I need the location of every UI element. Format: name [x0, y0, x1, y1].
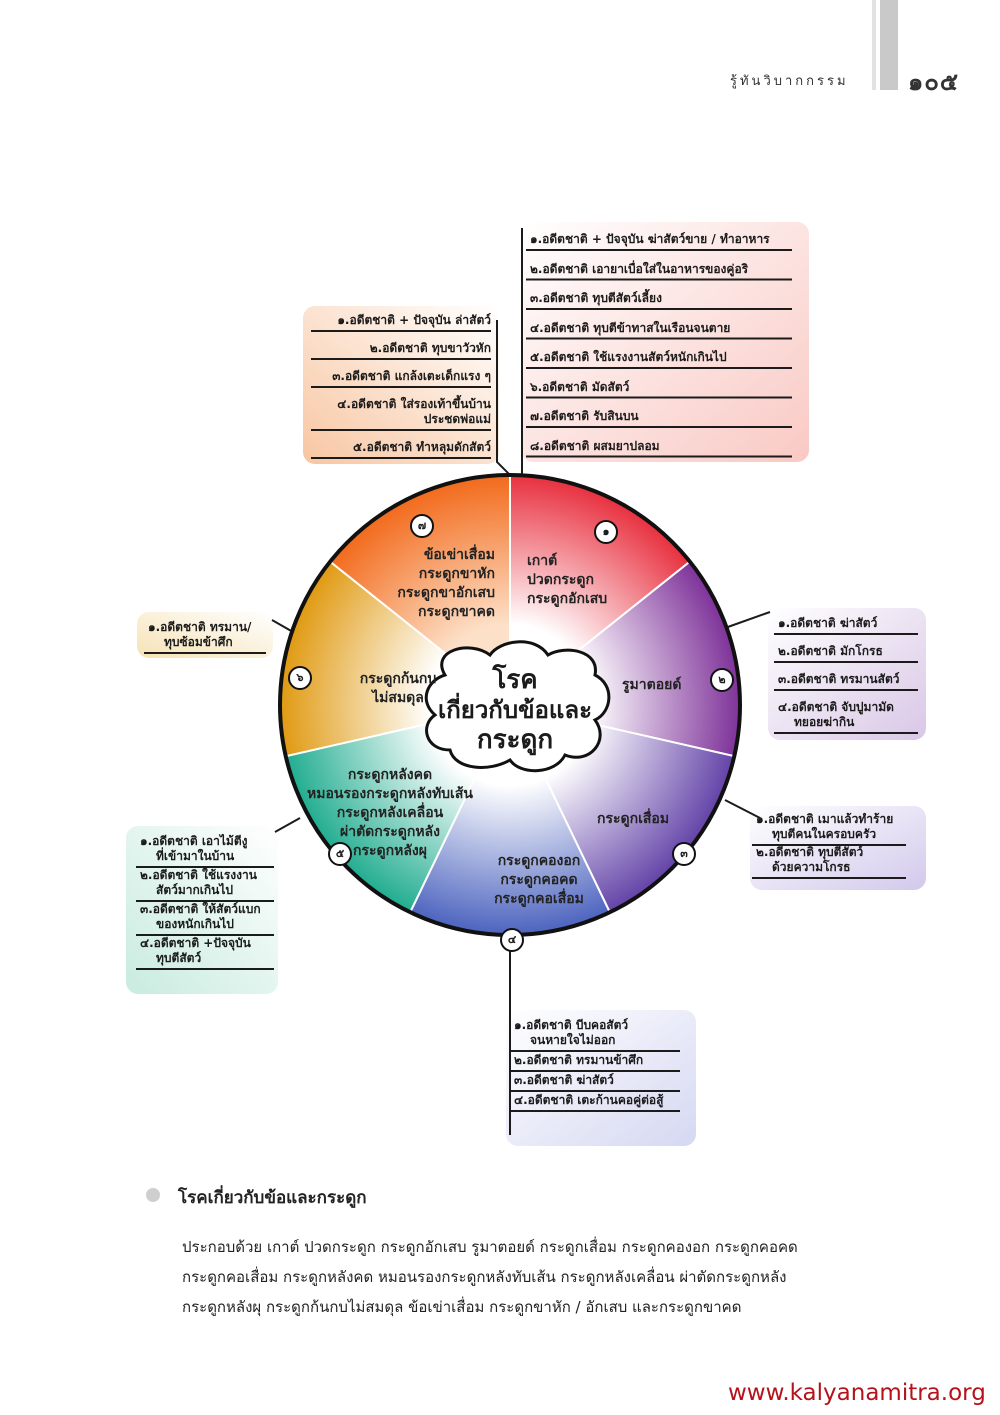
cause-seg5-item: ของหนักเกินไป — [156, 917, 234, 931]
running-title: รู้ทันวิบากกรรม — [730, 74, 849, 89]
segment-label-line: กระดูกคอเสื่อม — [494, 891, 584, 907]
center-cloud — [424, 640, 611, 773]
segment-label-line: กระดูกเสื่อม — [597, 811, 670, 827]
connector-2 — [724, 611, 771, 629]
cause-seg2-item: ทยอยฆ่ากิน — [794, 715, 855, 729]
cause-seg5-item: ๔.อดีตชาติ +ปัจจุบัน — [140, 936, 251, 950]
connector-5 — [274, 817, 301, 833]
segment-label-line: กระดูกขาหัก — [418, 566, 495, 582]
segment-label-line: กระดูกขาคด — [418, 604, 495, 620]
section-body: ประกอบด้วย เกาต์ ปวดกระดูก กระดูกอักเสบ … — [182, 1232, 902, 1322]
segment-label-line: ปวดกระดูก — [527, 572, 594, 588]
cause-box-bg-3 — [750, 806, 926, 890]
cause-seg4-item: ๑.อดีตชาติ บีบคอสัตว์ — [514, 1018, 629, 1032]
segment-label-line: ผ่าตัดกระดูกหลัง — [340, 824, 440, 840]
cause-seg7-item: ๔.อดีตชาติ ใส่รองเท้าขึ้นบ้าน — [337, 397, 491, 411]
segment-label-7: ข้อเข่าเสื่อมกระดูกขาหักกระดูกขาอักเสบกร… — [385, 546, 495, 622]
segment-label-line: หมอนรองกระดูกหลังทับเส้น — [307, 786, 473, 802]
body-line-3: กระดูกหลังผุ กระดูกก้นกบไม่สมดุล ข้อเข่า… — [182, 1298, 742, 1316]
connector-3 — [724, 799, 761, 819]
segment-label-line: กระดูกหลังเคลื่อน — [336, 805, 444, 821]
center-title-line-2: เกี่ยวกับข้อและ — [438, 696, 592, 724]
segment-label-1: เกาต์ปวดกระดูกกระดูกอักเสบ — [527, 552, 607, 609]
cause-seg3-item: ๑.อดีตชาติ เมาแล้วทำร้าย — [756, 812, 894, 826]
connector-7 — [496, 320, 511, 476]
cause-seg5-item: ที่เข้ามาในบ้าน — [156, 849, 235, 863]
segment-label-line: กระดูกก้นกบ — [359, 671, 437, 687]
cause-seg1-item: ๒.อดีตชาติ เอายาเบื่อใส่ในอาหารของคู่อริ — [530, 261, 749, 276]
cause-seg1-item: ๑.อดีตชาติ + ปัจจุบัน ฆ่าสัตว์ขาย / ทำอา… — [530, 232, 770, 246]
cause-seg4-item: ๔.อดีตชาติ เตะก้านคอคู่ต่อสู้ — [514, 1093, 664, 1107]
footer-url[interactable]: www.kalyanamitra.org — [728, 1380, 986, 1406]
cause-seg4-item: ๒.อดีตชาติ ทรมานข้าศึก — [514, 1053, 644, 1067]
section-title: โรคเกี่ยวกับข้อและกระดูก — [178, 1188, 367, 1208]
cause-seg1-item: ๔.อดีตชาติ ทุบตีข้าทาสในเรือนจนตาย — [530, 320, 731, 335]
cause-seg1-item: ๗.อดีตชาติ รับสินบน — [530, 409, 639, 423]
segment-label-line: ไม่สมดุล — [372, 690, 424, 706]
cause-box-bg-2 — [768, 608, 926, 740]
segment-label-line: ข้อเข่าเสื่อม — [423, 547, 495, 563]
cause-seg2-item: ๔.อดีตชาติ จับปูมามัด — [778, 700, 894, 714]
segment-number-6: ๖ — [288, 666, 312, 690]
cause-seg1-item: ๕.อดีตชาติ ใช้แรงงานสัตว์หนักเกินไป — [530, 350, 727, 364]
segment-label-line: เกาต์ — [527, 553, 558, 569]
cause-box-bg-7 — [303, 306, 499, 464]
cause-seg5-item: สัตว์มากเกินไป — [156, 883, 233, 897]
cause-seg7-item: ประชดพ่อแม่ — [423, 412, 491, 426]
segment-label-line: กระดูกคอคด — [500, 872, 578, 888]
cause-seg5-item: ๓.อดีตชาติ ให้สัตว์แบก — [140, 902, 261, 916]
segment-label-2: รูมาตอยด์ — [622, 676, 681, 695]
segment-number-5: ๕ — [328, 842, 352, 866]
cause-seg3-item: ทุบตีคนในครอบครัว — [772, 827, 877, 841]
segment-label-line: รูมาตอยด์ — [622, 677, 682, 693]
center-title: โรค เกี่ยวกับข้อและ กระดูก — [415, 665, 615, 755]
segment-number-2: ๒ — [710, 668, 734, 692]
cause-seg7-item: ๒.อดีตชาติ ทุบขาวัวหัก — [369, 341, 491, 355]
cause-box-bg-6 — [137, 612, 273, 658]
center-title-line-1: โรค — [492, 665, 538, 695]
segment-label-line: กระดูกคองอก — [497, 853, 581, 869]
body-line-2: กระดูกคอเสื่อม กระดูกหลังคด หมอนรองกระดู… — [182, 1268, 787, 1286]
cause-seg3-item: ด้วยความโกรธ — [772, 860, 851, 874]
center-title-line-3: กระดูก — [476, 725, 554, 755]
segment-label-5: กระดูกหลังคดหมอนรองกระดูกหลังทับเส้นกระด… — [290, 766, 490, 861]
cause-seg1-item: ๓.อดีตชาติ ทุบตีสัตว์เลี้ยง — [530, 291, 662, 305]
cause-seg7-item: ๑.อดีตชาติ + ปัจจุบัน ล่าสัตว์ — [337, 313, 491, 327]
segment-label-line: กระดูกหลังผุ — [353, 843, 427, 859]
segment-label-line: กระดูกหลังคด — [347, 767, 433, 783]
cause-seg4-item: จนหายใจไม่ออก — [530, 1033, 616, 1047]
cause-seg7-item: ๕.อดีตชาติ ทำหลุมดักสัตว์ — [352, 440, 491, 454]
cause-seg2-item: ๑.อดีตชาติ ฆ่าสัตว์ — [778, 616, 878, 630]
section-bullet-icon — [146, 1188, 160, 1202]
segment-label-line: กระดูกอักเสบ — [527, 591, 608, 607]
page-number: ๑๐๕ — [908, 68, 960, 96]
body-line-1: ประกอบด้วย เกาต์ ปวดกระดูก กระดูกอักเสบ … — [182, 1238, 798, 1256]
segment-label-4: กระดูกคองอกกระดูกคอคดกระดูกคอเสื่อม — [439, 852, 639, 909]
cause-seg7-item: ๓.อดีตชาติ แกล้งเตะเด็กแรง ๆ — [332, 369, 491, 383]
cause-seg5-item: ๒.อดีตชาติ ใช้แรงงาน — [140, 868, 257, 882]
cause-seg1-item: ๖.อดีตชาติ มัดสัตว์ — [530, 379, 630, 394]
cause-seg2-item: ๓.อดีตชาติ ทรมานสัตว์ — [778, 672, 900, 686]
header-accent-bar-light — [872, 0, 876, 90]
segment-label-line: กระดูกขาอักเสบ — [397, 585, 495, 601]
cause-seg4-item: ๓.อดีตชาติ ฆ่าสัตว์ — [514, 1073, 614, 1087]
cause-seg6-item: ทุบซ้อมข้าศึก — [164, 635, 233, 649]
segment-label-6: กระดูกก้นกบไม่สมดุล — [298, 670, 498, 708]
cause-seg6-item: ๑.อดีตชาติ ทรมาน/ — [148, 620, 252, 634]
segment-number-1: ๑ — [594, 520, 618, 544]
cause-seg2-item: ๒.อดีตชาติ มักโกรธ — [778, 644, 883, 658]
cause-seg1-item: ๘.อดีตชาติ ผสมยาปลอม — [530, 438, 660, 453]
cause-box-bg-1 — [521, 222, 809, 462]
segment-number-7: ๗ — [410, 514, 434, 538]
cause-seg3-item: ๒.อดีตชาติ ทุบตีสัตว์ — [756, 845, 864, 859]
header-accent-bar — [880, 0, 898, 90]
segment-number-3: ๓ — [672, 842, 696, 866]
segment-number-4: ๔ — [500, 928, 524, 952]
cause-seg5-item: ๑.อดีตชาติ เอาไม้ตีงู — [140, 834, 248, 848]
segment-label-3: กระดูกเสื่อม — [597, 810, 669, 829]
cause-seg5-item: ทุบตีสัตว์ — [156, 951, 202, 965]
